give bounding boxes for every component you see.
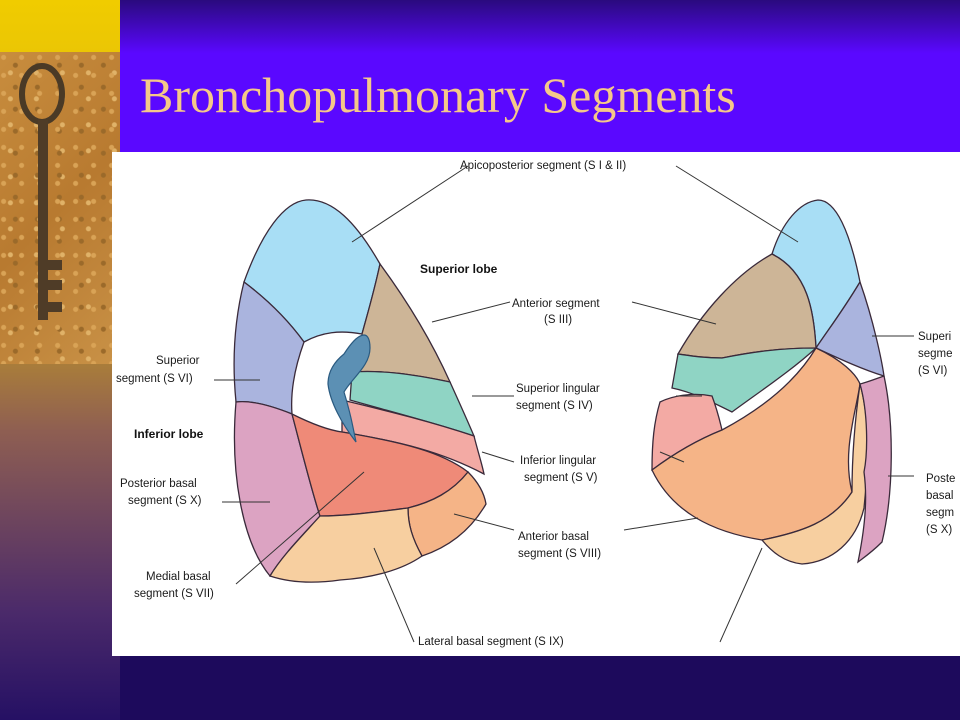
- label-superior-lobe: Superior lobe: [420, 262, 498, 276]
- label-anterior-2: (S III): [544, 314, 572, 326]
- left-cardiac-notch: [327, 334, 371, 443]
- label-posterior-basal-1: Posterior basal: [120, 478, 197, 490]
- leader-lines: [214, 165, 914, 643]
- label-posterior-basal-2: segment (S X): [128, 495, 202, 507]
- label-right-superior-1: Superi: [918, 331, 951, 343]
- label-anterior-1: Anterior segment: [512, 298, 600, 310]
- label-medial-basal-1: Medial basal: [146, 571, 211, 583]
- left-lateral-basal-region: [269, 507, 423, 583]
- label-right-posterior-4: (S X): [926, 524, 952, 536]
- label-inferior-lobe: Inferior lobe: [134, 427, 204, 441]
- slide-title: Bronchopulmonary Segments: [140, 67, 736, 123]
- left-superior-lingular-region: [349, 370, 476, 438]
- key-photo: [0, 52, 120, 364]
- label-right-posterior-2: basal: [926, 490, 954, 502]
- label-superior-lingular-2: segment (S IV): [516, 400, 593, 412]
- label-superior-lingular-1: Superior lingular: [516, 383, 600, 395]
- lung-diagram-svg: Apicoposterior segment (S I & II) Superi…: [116, 160, 955, 648]
- key-icon: [19, 63, 65, 320]
- lung-diagram: Apicoposterior segment (S I & II) Superi…: [112, 152, 960, 656]
- right-lung: [651, 199, 892, 565]
- left-lung: [233, 199, 487, 583]
- label-superior-segment-1: Superior: [156, 355, 200, 367]
- label-anterior-basal-1: Anterior basal: [518, 531, 589, 543]
- label-right-posterior-3: segm: [926, 507, 954, 519]
- right-superior-segment-region: [815, 280, 885, 377]
- label-right-posterior-1: Poste: [926, 473, 955, 485]
- label-apicoposterior: Apicoposterior segment (S I & II): [460, 160, 626, 172]
- label-superior-segment-2: segment (S VI): [116, 373, 193, 385]
- label-anterior-basal-2: segment (S VIII): [518, 548, 601, 560]
- label-right-superior-3: (S VI): [918, 365, 948, 377]
- label-medial-basal-2: segment (S VII): [134, 588, 214, 600]
- diagram-labels: Apicoposterior segment (S I & II) Superi…: [116, 160, 955, 648]
- label-right-superior-2: segme: [918, 348, 953, 360]
- label-inferior-lingular-2: segment (S V): [524, 472, 598, 484]
- label-lateral-basal: Lateral basal segment (S IX): [418, 636, 564, 648]
- title-band: [120, 0, 960, 152]
- right-posterior-basal-region: [857, 375, 892, 564]
- label-inferior-lingular-1: Inferior lingular: [520, 455, 596, 467]
